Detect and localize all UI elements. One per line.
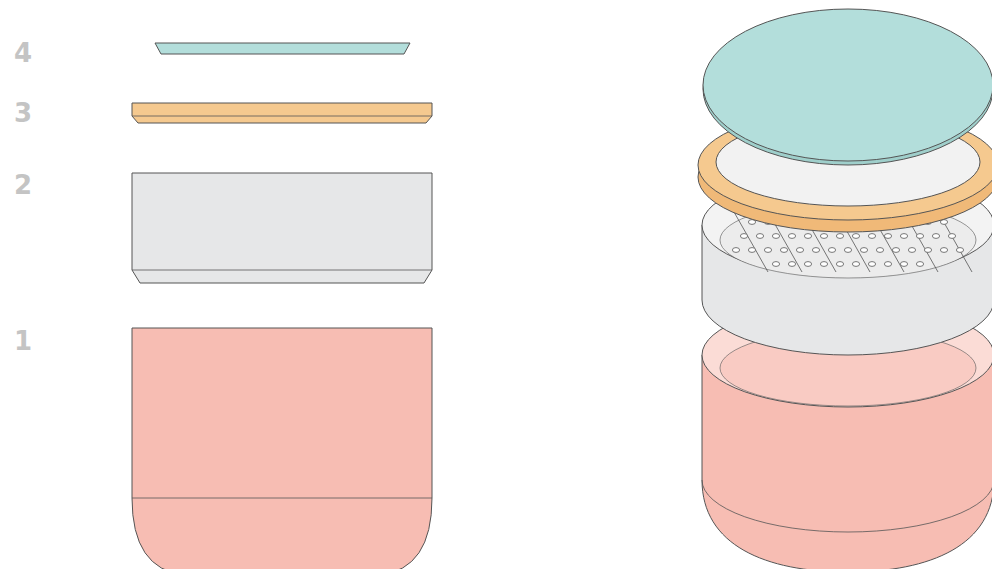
body-3d-seam (702, 480, 992, 532)
strainer-hole (900, 234, 907, 239)
lid-3d-top (703, 9, 992, 161)
ring-side-edge (132, 116, 432, 117)
strainer-hole (876, 248, 883, 253)
callout-number: 3 (14, 100, 32, 126)
callout-number: 2 (14, 172, 32, 198)
strainer-hole (788, 234, 795, 239)
strainer-side (132, 173, 432, 283)
strainer-hole (852, 234, 859, 239)
strainer-hole (812, 248, 819, 253)
strainer-hole (732, 248, 739, 253)
strainer-hole (748, 248, 755, 253)
lid-side (155, 43, 410, 54)
strainer-hole (804, 262, 811, 267)
strainer-rib (938, 212, 972, 272)
strainer-hole (836, 262, 843, 267)
strainer-hole (852, 262, 859, 267)
strainer-hole (916, 262, 923, 267)
strainer-hole (796, 248, 803, 253)
strainer-hole (916, 234, 923, 239)
strainer-hole (884, 234, 891, 239)
strainer-hole (956, 248, 963, 253)
strainer-hole (908, 248, 915, 253)
strainer-hole (772, 234, 779, 239)
strainer-hole (740, 234, 747, 239)
body-side-seam (132, 498, 432, 499)
strainer-hole (756, 234, 763, 239)
strainer-hole (780, 248, 787, 253)
callout-number: 4 (14, 40, 32, 66)
strainer-hole (900, 262, 907, 267)
strainer-hole (868, 234, 875, 239)
strainer-hole (828, 248, 835, 253)
strainer-hole (836, 234, 843, 239)
strainer-hole (884, 262, 891, 267)
callout-number: 1 (14, 328, 32, 354)
strainer-hole (892, 248, 899, 253)
strainer-hole (924, 248, 931, 253)
strainer-hole (820, 234, 827, 239)
strainer-hole (804, 234, 811, 239)
strainer-hole (820, 262, 827, 267)
strainer-side-edge (132, 270, 432, 271)
ring-side (132, 103, 432, 123)
strainer-hole (788, 262, 795, 267)
strainer-hole (764, 248, 771, 253)
strainer-hole (948, 234, 955, 239)
body-side (132, 328, 432, 569)
strainer-hole (860, 248, 867, 253)
strainer-hole (940, 248, 947, 253)
strainer-hole (868, 262, 875, 267)
strainer-hole (932, 234, 939, 239)
strainer-hole (844, 248, 851, 253)
strainer-hole (772, 262, 779, 267)
